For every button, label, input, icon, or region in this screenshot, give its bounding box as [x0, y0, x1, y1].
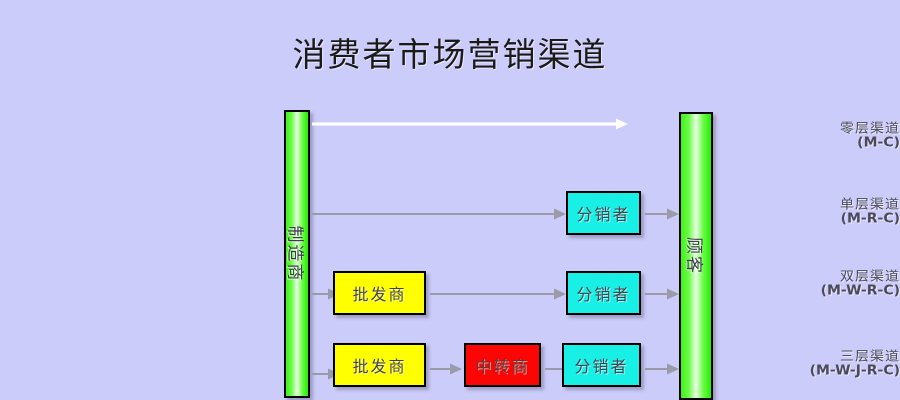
customer-pillar-label: 顾客 — [683, 237, 704, 275]
node-three-level-wholesaler[interactable]: 批发商 — [333, 343, 426, 387]
node-label: 分销者 — [574, 357, 629, 376]
channel-label-cn: 单层渠道 — [840, 197, 900, 213]
arrow-three-level-wholesaler-to-jobber — [430, 363, 462, 375]
node-label: 批发商 — [352, 285, 407, 304]
node-label: 批发商 — [352, 357, 407, 376]
node-one-level-retailer[interactable]: 分销者 — [566, 191, 641, 235]
manufacturer-pillar: 制造商 — [284, 110, 310, 398]
channel-label-cn: 三层渠道 — [840, 349, 900, 365]
arrow-three-level-retailer-to-c — [645, 363, 679, 375]
arrow-one-level-retailer-to-c — [645, 208, 679, 220]
channel-label-three-level: 三层渠道 (M-W-J-R-C) — [617, 350, 900, 378]
arrow-one-level-m-to-retailer — [312, 208, 566, 220]
node-label: 分销者 — [576, 205, 631, 224]
channel-label-two-level: 双层渠道 (M-W-R-C) — [620, 270, 900, 298]
channel-label-one-level: 单层渠道 (M-R-C) — [624, 198, 900, 226]
page-title: 消费者市场营销渠道 — [292, 35, 608, 74]
node-three-level-retailer[interactable]: 分销者 — [562, 343, 641, 387]
node-two-level-wholesaler[interactable]: 批发商 — [333, 271, 426, 315]
customer-pillar: 顾客 — [679, 112, 713, 400]
arrow-zero-level-m-to-c — [312, 118, 628, 130]
channel-label-en: (M-W-R-C) — [820, 283, 900, 299]
manufacturer-pillar-fill — [286, 112, 308, 396]
channel-label-zero-level: 零层渠道 (M-C) — [630, 122, 900, 150]
manufacturer-pillar-label: 制造商 — [284, 225, 305, 283]
channel-label-en: (M-R-C) — [840, 211, 900, 227]
customer-pillar-fill — [681, 114, 711, 398]
node-label: 中转商 — [475, 357, 530, 376]
channel-label-en: (M-W-J-R-C) — [809, 363, 900, 379]
arrow-two-level-retailer-to-c — [645, 288, 679, 300]
node-two-level-retailer[interactable]: 分销者 — [566, 271, 641, 315]
channel-label-en: (M-C) — [857, 135, 900, 151]
node-label: 分销者 — [576, 285, 631, 304]
channel-label-cn: 双层渠道 — [840, 269, 900, 285]
channel-label-cn: 零层渠道 — [840, 121, 900, 137]
arrow-two-level-wholesaler-to-retailer — [430, 288, 566, 300]
node-three-level-jobber[interactable]: 中转商 — [464, 343, 541, 387]
